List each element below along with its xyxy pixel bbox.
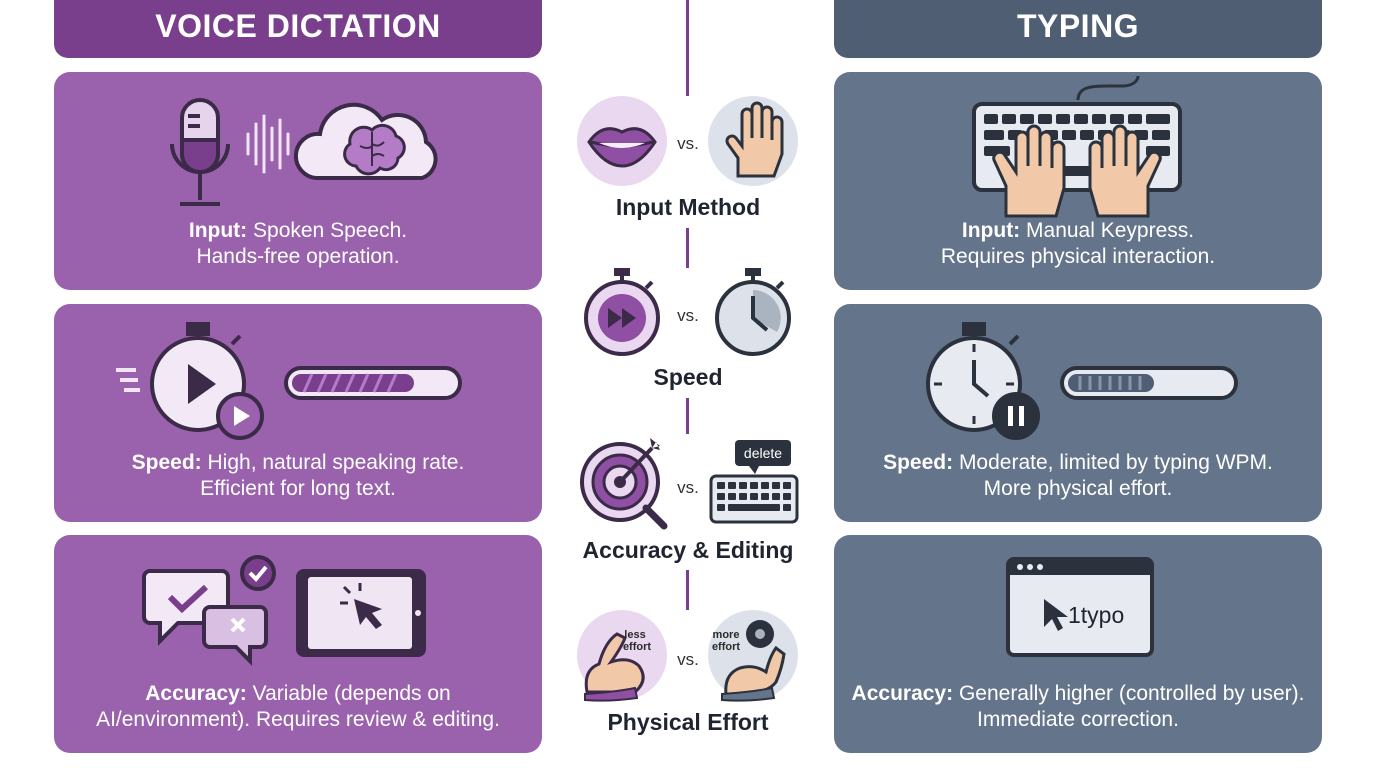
typing-accuracy-line1: Generally higher (controlled by user). <box>953 682 1305 705</box>
microphone-icon <box>170 98 230 206</box>
typing-accuracy-key: Accuracy: <box>851 682 954 705</box>
voice-accuracy-line2: AI/environment). Requires review & editi… <box>96 708 500 731</box>
voice-input-card: Input: Spoken Speech. Hands-free operati… <box>54 72 542 290</box>
typing-input-line1: Manual Keypress. <box>1020 219 1195 242</box>
center-divider <box>686 0 689 96</box>
voice-speed-line1: High, natural speaking rate. <box>201 451 465 474</box>
voice-input-text: Input: Spoken Speech. Hands-free operati… <box>54 218 542 270</box>
category-label-physical-effort: Physical Effort <box>607 709 769 735</box>
delete-keyboard-icon: delete <box>709 440 799 524</box>
typing-input-card: Input: Manual Keypress. Requires physica… <box>834 72 1322 290</box>
category-label-speed: Speed <box>653 364 723 390</box>
typing-input-line2: Requires physical interaction. <box>940 245 1216 268</box>
typing-input-text: Input: Manual Keypress. Requires physica… <box>834 218 1322 270</box>
chat-check-icon <box>142 555 276 666</box>
center-divider <box>686 228 689 268</box>
less-effort-label-1: less <box>624 629 645 641</box>
voice-accuracy-line1: Variable (depends on <box>246 682 451 705</box>
sound-wave-icon <box>246 114 290 174</box>
speed-progress-bar <box>284 366 462 400</box>
typing-speed-text: Speed: Moderate, limited by typing WPM. … <box>834 450 1322 502</box>
voice-accuracy-key: Accuracy: <box>145 682 247 705</box>
delete-key-label: delete <box>744 445 782 461</box>
fast-stopwatch-icon <box>116 322 264 440</box>
voice-input-line1: Spoken Speech. <box>247 219 408 242</box>
typing-speed-line2: More physical effort. <box>983 477 1173 500</box>
voice-accuracy-text: Accuracy: Variable (depends on AI/enviro… <box>54 681 542 733</box>
category-label-input-method: Input Method <box>615 194 761 220</box>
typing-hands-icon <box>992 124 1162 218</box>
vs-label: vs. <box>677 306 699 325</box>
vs-label: vs. <box>677 134 699 153</box>
typo-window-icon: 1typo <box>1006 557 1154 657</box>
ai-cloud-brain-icon <box>293 102 438 180</box>
center-divider <box>686 398 689 434</box>
typing-accuracy-text: Accuracy: Generally higher (controlled b… <box>834 681 1322 733</box>
vs-label: vs. <box>677 478 699 497</box>
center-divider <box>686 570 689 610</box>
typing-speed-key: Speed: <box>883 451 954 474</box>
more-effort-label-2: effort <box>712 641 740 653</box>
voice-input-key: Input: <box>188 219 248 242</box>
vs-label: vs. <box>677 650 699 669</box>
voice-input-line2: Hands-free operation. <box>196 245 400 268</box>
tablet-cursor-icon <box>296 569 426 657</box>
typing-speed-card: Speed: Moderate, limited by typing WPM. … <box>834 304 1322 522</box>
voice-speed-line2: Efficient for long text. <box>200 477 396 500</box>
stopwatch-icon <box>715 268 791 356</box>
voice-dictation-header: VOICE DICTATION <box>54 0 542 58</box>
voice-accuracy-card: Accuracy: Variable (depends on AI/enviro… <box>54 535 542 753</box>
typing-speed-progress-bar <box>1060 366 1238 400</box>
typing-accuracy-line2: Immediate correction. <box>977 708 1179 731</box>
voice-speed-text: Speed: High, natural speaking rate. Effi… <box>54 450 542 502</box>
typing-input-key: Input: <box>961 219 1021 242</box>
typing-speed-line1: Moderate, limited by typing WPM. <box>953 451 1273 474</box>
target-magnifier-icon <box>580 438 668 530</box>
voice-speed-key: Speed: <box>131 451 202 474</box>
more-effort-label-1: more <box>713 629 740 641</box>
less-effort-label-2: effort <box>623 641 651 653</box>
lips-icon <box>577 96 667 186</box>
more-effort-dumbbell-icon: more effort <box>708 610 798 702</box>
clock-stopwatch-icon <box>926 322 1040 440</box>
category-label-accuracy-editing: Accuracy & Editing <box>582 537 794 563</box>
less-effort-arm-icon: less effort <box>577 610 667 702</box>
hand-icon <box>708 96 798 186</box>
typing-accuracy-card: 1typo Accuracy: Generally higher (contro… <box>834 535 1322 753</box>
typo-text: 1typo <box>1068 602 1124 628</box>
voice-speed-card: Speed: High, natural speaking rate. Effi… <box>54 304 542 522</box>
typing-header: TYPING <box>834 0 1322 58</box>
fast-forward-stopwatch-icon <box>584 268 660 356</box>
